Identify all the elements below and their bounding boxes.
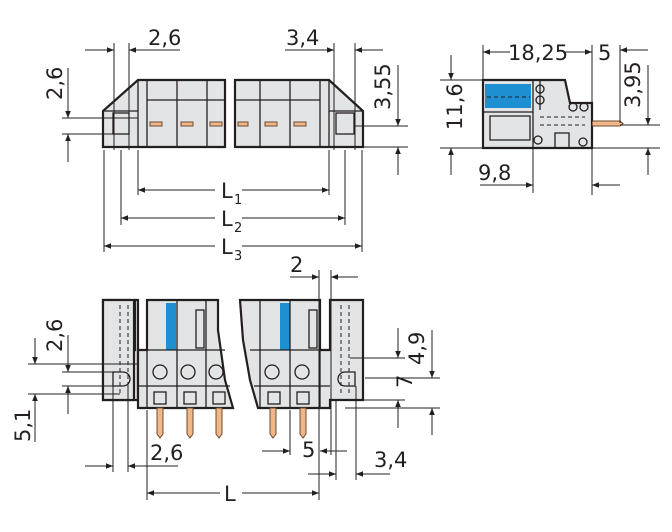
top-housing-left bbox=[101, 78, 227, 149]
dim-front-L: L bbox=[224, 482, 236, 506]
dim-top-left-pitch: 2,6 bbox=[148, 26, 181, 50]
pin-sockets bbox=[153, 391, 310, 405]
dim-L2: L bbox=[221, 207, 233, 231]
dim-front-gap: 2 bbox=[290, 253, 303, 277]
dim-front-left-lower: 5,1 bbox=[11, 409, 35, 442]
dim-top-right-offset: 3,4 bbox=[286, 26, 319, 50]
dim-top-right-height: 3,55 bbox=[371, 63, 395, 110]
actuator-blue bbox=[485, 84, 531, 108]
solder-pins bbox=[156, 407, 307, 439]
dim-front-right-lower: 7 bbox=[393, 375, 417, 388]
dim-front-left-height: 2,6 bbox=[43, 319, 67, 352]
dim-top-left-height: 2,6 bbox=[43, 67, 67, 100]
dim-side-pin-height: 3,95 bbox=[621, 61, 645, 108]
side-view: 18,25 5 3,95 11,6 9,8 bbox=[440, 41, 660, 195]
side-pin bbox=[591, 120, 624, 127]
dim-side-height: 11,6 bbox=[443, 83, 467, 130]
dim-L3: L bbox=[221, 235, 233, 259]
top-view: 2,6 3,4 2,6 3,55 L 1 L 2 L 3 bbox=[43, 26, 408, 264]
front-housing-left bbox=[136, 298, 235, 410]
svg-text:1: 1 bbox=[234, 193, 242, 208]
dim-side-offset: 9,8 bbox=[478, 161, 511, 185]
contact-slots bbox=[149, 121, 307, 127]
dim-L1: L bbox=[221, 179, 233, 203]
svg-text:2: 2 bbox=[234, 221, 242, 236]
actuator-right bbox=[280, 303, 290, 350]
actuator-left bbox=[166, 303, 176, 350]
screw-holes bbox=[112, 364, 356, 387]
dim-front-right-offset: 3,4 bbox=[374, 448, 407, 472]
svg-text:3: 3 bbox=[234, 249, 242, 264]
dim-side-length: 18,25 bbox=[508, 41, 568, 65]
dim-front-left-pitch: 2,6 bbox=[150, 441, 183, 465]
top-housing-right bbox=[233, 78, 365, 149]
dim-side-pin: 5 bbox=[598, 41, 611, 65]
mount-hole-right bbox=[335, 112, 355, 135]
dim-front-right-height: 4,9 bbox=[405, 332, 429, 365]
front-view: 2 2,6 5,1 4,9 7 2,6 5 3,4 L bbox=[11, 253, 440, 506]
dim-front-pitch: 5 bbox=[302, 438, 315, 462]
